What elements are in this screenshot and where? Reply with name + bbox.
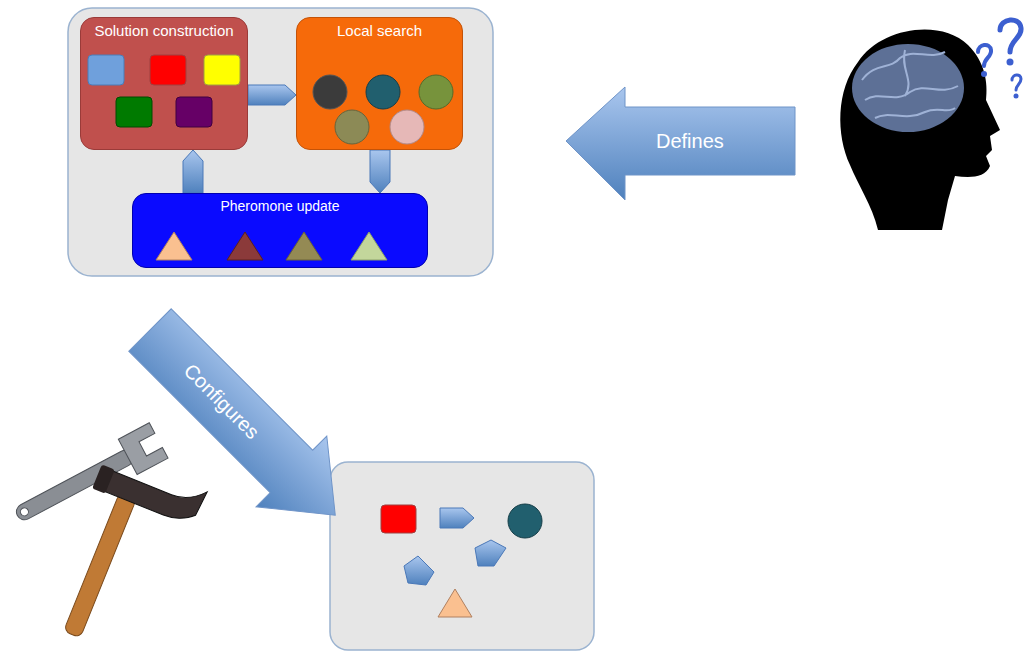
construction-squares (88, 55, 240, 127)
algorithm-frame (68, 8, 493, 276)
configures-arrow (115, 295, 371, 551)
flow-arrow (183, 150, 203, 193)
process-box: Pheromone update (132, 193, 428, 268)
process-box: Local search (296, 17, 463, 150)
flow-arrow (370, 150, 390, 193)
search-circles (313, 75, 453, 144)
configured-frame (330, 462, 594, 650)
process-box: Solution construction (80, 17, 248, 150)
arrow-label: Defines (656, 130, 724, 153)
defines-arrow (566, 87, 795, 200)
configured-parts (381, 504, 542, 617)
box-title: Pheromone update (133, 194, 427, 215)
flow-arrow (248, 85, 296, 105)
thinking-head (840, 20, 1021, 230)
tools (8, 423, 207, 657)
box-title: Solution construction (81, 18, 247, 40)
pheromone-triangles (156, 232, 387, 260)
box-title: Local search (297, 18, 462, 40)
